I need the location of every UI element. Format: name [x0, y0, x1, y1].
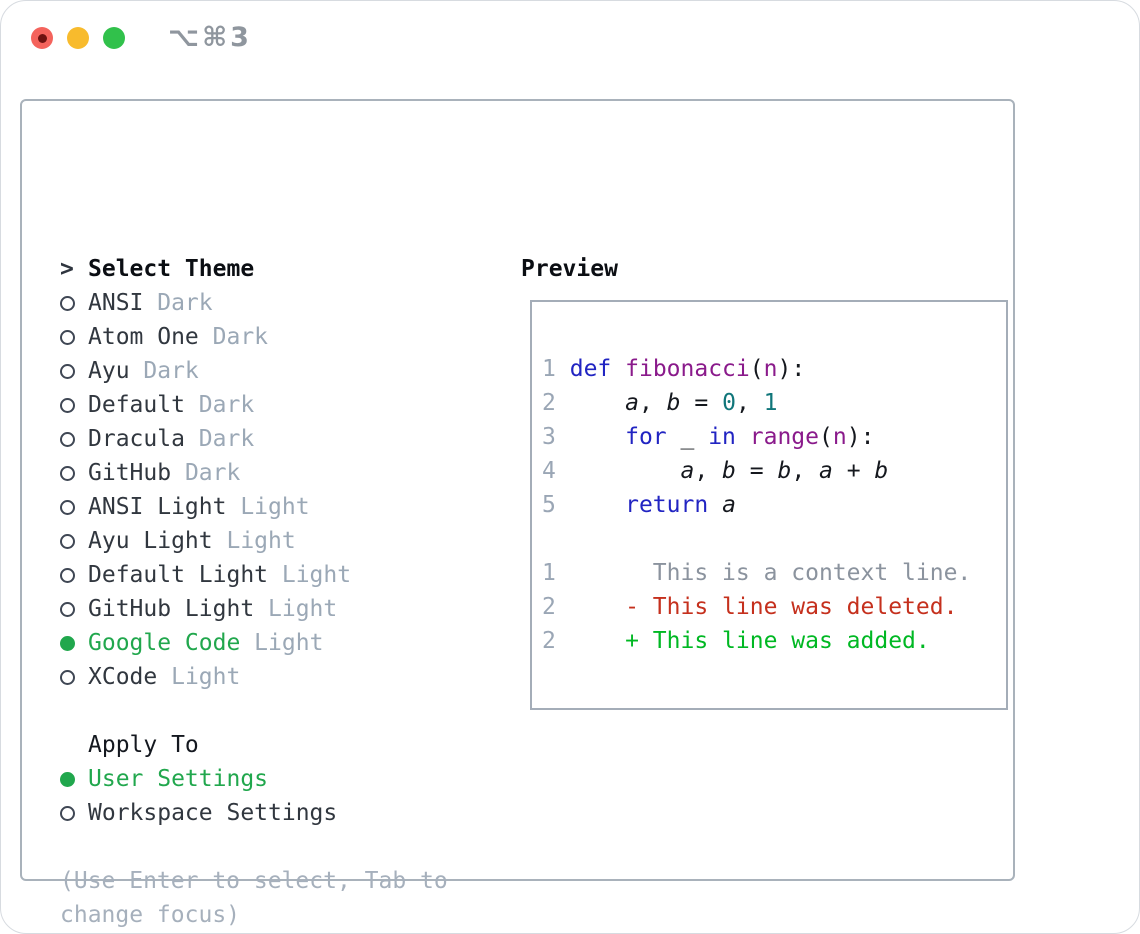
radio-icon: [60, 601, 75, 617]
apply-to-title: Apply To: [88, 732, 199, 758]
line-number: 5: [542, 492, 556, 518]
radio-icon: [60, 567, 75, 583]
diff-line: 1 This is a context line.: [542, 560, 972, 586]
radio-icon: [60, 465, 75, 481]
window-title: ⌥⌘3: [168, 22, 252, 53]
option-variant-label: Dark: [129, 358, 199, 384]
select-theme-title: Select Theme: [88, 256, 255, 282]
option-variant-label: Dark: [184, 392, 255, 418]
keyboard-hint-line1: (Use Enter to select, Tab to: [60, 868, 448, 894]
option-label: Google Code: [88, 630, 241, 656]
line-number: 2: [542, 628, 556, 654]
zoom-button[interactable]: [103, 27, 125, 49]
theme-option-xcode-light[interactable]: XCode Light: [60, 660, 448, 694]
option-label: Workspace Settings: [88, 800, 338, 826]
radio-icon: [60, 669, 75, 685]
option-variant-label: Dark: [198, 324, 269, 350]
option-variant-label: Light: [254, 596, 338, 622]
radio-icon: [60, 363, 75, 379]
spacer: [542, 522, 971, 556]
option-variant-label: Dark: [171, 460, 241, 486]
theme-option-ansi-light-light[interactable]: ANSI Light Light: [60, 490, 448, 524]
radio-icon: [60, 295, 75, 311]
prompt-caret-icon: >: [60, 256, 74, 282]
option-label: GitHub Light: [88, 596, 255, 622]
line-number: 4: [542, 458, 556, 484]
option-variant-label: Dark: [143, 290, 213, 316]
option-label: GitHub: [88, 460, 172, 486]
line-number: 1: [542, 560, 556, 586]
theme-option-ansi-dark[interactable]: ANSI Dark: [60, 286, 448, 320]
spacer: [60, 830, 448, 864]
option-label: ANSI: [88, 290, 144, 316]
code-line: 1 def fibonacci(n):: [542, 356, 806, 382]
option-variant-label: Light: [268, 562, 352, 588]
line-number: 3: [542, 424, 556, 450]
option-variant-label: Dark: [184, 426, 255, 452]
radio-icon: [60, 499, 75, 515]
radio-icon: [60, 431, 75, 447]
theme-option-ayu-light-light[interactable]: Ayu Light Light: [60, 524, 448, 558]
keyboard-hint-line2: change focus): [60, 902, 241, 928]
theme-option-google-code-light[interactable]: Google Code Light: [60, 626, 448, 660]
close-button[interactable]: [31, 27, 53, 49]
theme-option-default-light-light[interactable]: Default Light Light: [60, 558, 448, 592]
preview-title: Preview: [521, 256, 618, 282]
diff-line: 2 + This line was added.: [542, 628, 930, 654]
option-variant-label: Light: [157, 664, 241, 690]
option-label: Ayu: [88, 358, 130, 384]
option-label: ANSI Light: [88, 494, 227, 520]
option-label: User Settings: [88, 766, 269, 792]
option-label: Default Light: [88, 562, 269, 588]
option-variant-label: Light: [212, 528, 296, 554]
line-number: 2: [542, 390, 556, 416]
radio-icon: [60, 397, 75, 413]
apply-option-user-settings[interactable]: User Settings: [60, 762, 448, 796]
theme-option-ayu-dark[interactable]: Ayu Dark: [60, 354, 448, 388]
theme-option-dracula-dark[interactable]: Dracula Dark: [60, 422, 448, 456]
radio-icon: [60, 329, 75, 345]
theme-option-github-light-light[interactable]: GitHub Light Light: [60, 592, 448, 626]
titlebar: [31, 27, 139, 49]
radio-selected-icon: [60, 771, 75, 787]
option-label: Ayu Light: [88, 528, 213, 554]
theme-option-github-dark[interactable]: GitHub Dark: [60, 456, 448, 490]
apply-option-workspace-settings[interactable]: Workspace Settings: [60, 796, 448, 830]
line-number: 1: [542, 356, 556, 382]
apply-to-header: Apply To: [60, 728, 448, 762]
code-line: 3 for _ in range(n):: [542, 424, 875, 450]
option-variant-label: Light: [240, 630, 324, 656]
diff-line: 2 - This line was deleted.: [542, 594, 958, 620]
theme-option-atom-one-dark[interactable]: Atom One Dark: [60, 320, 448, 354]
preview-pane: 1 def fibonacci(n): 2 a, b = 0, 1 3 for _ …: [530, 300, 1008, 710]
code-line: 5 return a: [542, 492, 736, 518]
option-label: XCode: [88, 664, 158, 690]
option-label: Default: [88, 392, 185, 418]
option-label: Atom One: [88, 324, 199, 350]
radio-selected-icon: [60, 635, 75, 651]
option-label: Dracula: [88, 426, 185, 452]
select-theme-header: > Select Theme: [60, 252, 448, 286]
option-variant-label: Light: [226, 494, 310, 520]
preview-code: 1 def fibonacci(n): 2 a, b = 0, 1 3 for _ …: [542, 352, 971, 658]
line-number: 2: [542, 594, 556, 620]
code-line: 4 a, b = b, a + b: [542, 458, 889, 484]
code-line: 2 a, b = 0, 1: [542, 390, 778, 416]
radio-icon: [60, 533, 75, 549]
spacer: [60, 694, 448, 728]
theme-option-default-dark[interactable]: Default Dark: [60, 388, 448, 422]
minimize-button[interactable]: [67, 27, 89, 49]
radio-icon: [60, 805, 75, 821]
